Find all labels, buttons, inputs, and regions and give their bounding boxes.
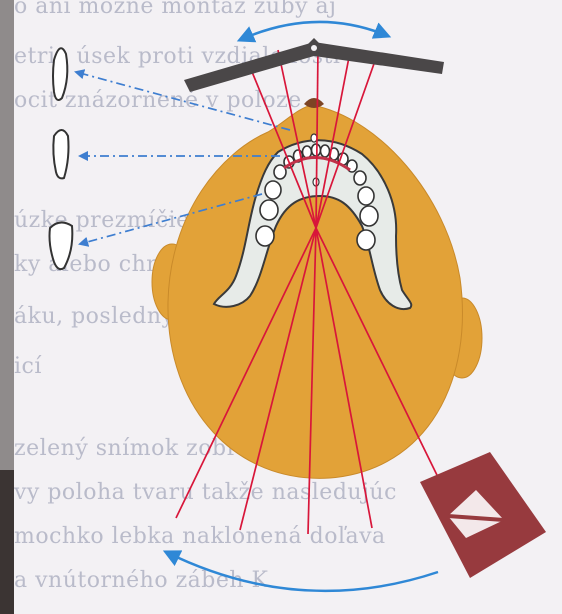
film-holder bbox=[184, 38, 444, 92]
rotation-arrow-bottom-icon bbox=[166, 552, 438, 591]
canine-tooth-outline-icon bbox=[53, 130, 68, 178]
incisive-marker bbox=[311, 134, 317, 142]
rotation-arrow-top-icon bbox=[240, 22, 388, 40]
incisor-tooth-outline-icon bbox=[53, 48, 67, 100]
xray-tube bbox=[420, 452, 546, 578]
projection-arrow-incisor bbox=[76, 72, 290, 130]
tooth-projections bbox=[50, 48, 73, 269]
premolar-tooth-outline-icon bbox=[50, 222, 73, 269]
